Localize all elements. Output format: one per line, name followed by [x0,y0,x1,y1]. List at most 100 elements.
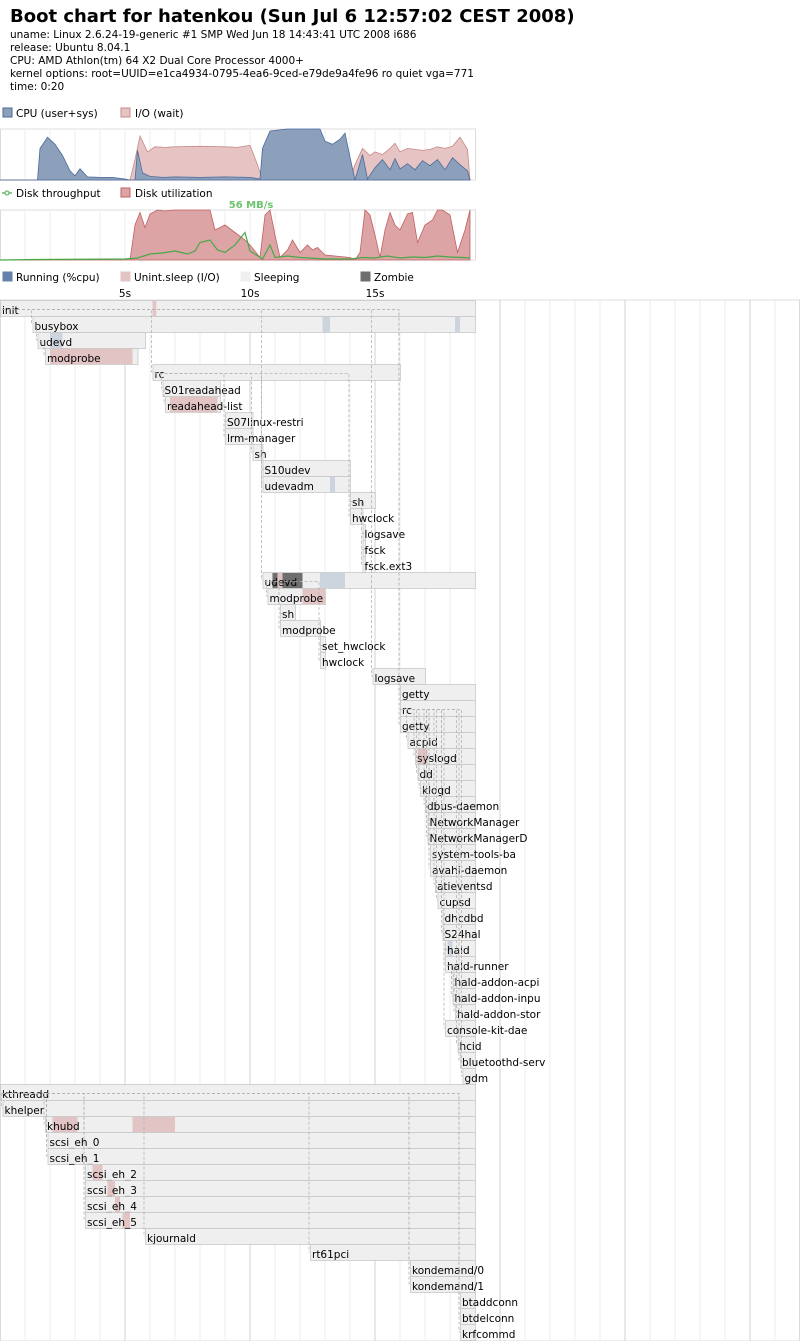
process-unint-segment [52,1117,78,1132]
process-label: getty [402,721,430,733]
process-label: S10udev [265,465,311,477]
legend-state-swatch [2,271,13,282]
io-wait-area [0,134,471,181]
process-label: logsave [365,529,406,541]
process-bar [320,652,326,669]
process-label: busybox [35,321,79,333]
process-label: sh [352,497,364,509]
process-label: kondemand/0 [412,1265,484,1277]
process-label: hald-addon-acpi [455,977,540,989]
header-time: time: 0:20 [10,81,64,93]
legend-state-swatch [240,271,251,282]
process-parent-link [223,421,227,437]
process-running-segment [50,333,63,348]
process-parent-link [154,373,253,453]
process-unint-segment [132,1117,175,1132]
process-running-segment [455,317,460,332]
process-label: scsi_eh_4 [87,1201,137,1213]
process-label: rc [155,369,165,381]
process-label: sh [282,609,294,621]
process-label: atieventsd [437,881,493,893]
process-unint-segment [107,1181,115,1196]
disk-utilization-area [0,209,471,261]
process-label: dbus-daemon [427,801,499,813]
process-parent-link [2,309,400,709]
process-unint-segment [152,301,157,316]
legend-cpu-swatch [2,107,13,118]
chart-title: Boot chart for hatenkou (Sun Jul 6 12:57… [10,6,575,27]
process-bar [0,300,476,317]
process-label: kondemand/1 [412,1281,484,1293]
process-bar [47,1132,476,1149]
process-parent-link [278,613,282,629]
process-label: syslogd [417,753,457,765]
process-parent-link [39,341,45,357]
cpu-usage-area [0,128,471,181]
process-label: hald [447,945,470,957]
process-bar [2,1100,476,1117]
process-parent-link [348,501,352,517]
process-label: scsi_eh_0 [50,1137,100,1149]
process-bar [85,1212,476,1229]
process-parent-link [2,309,263,581]
process-parent-link [2,1093,410,1269]
process-parent-link [352,501,363,533]
process-parent-link [361,533,365,549]
legend-state-label: Unint.sleep (I/O) [134,272,220,284]
process-chart: Running (%cpu) Unint.sleep (I/O) Sleeping Z… [0,271,800,1341]
process-label: fsck [365,545,387,557]
time-tick-label: 15s [366,288,385,300]
process-parent-link [163,389,165,405]
process-parent-link [2,1093,460,1333]
process-bar [225,428,254,445]
process-label: kjournald [147,1233,196,1245]
cpu-io-chart: CPU (user+sys)I/O (wait) [0,107,476,181]
process-running-segment [322,317,330,332]
process-label: readahead-list [167,401,243,413]
legend-io-swatch [120,107,131,118]
process-label: getty [402,689,430,701]
process-label: udevd [265,577,298,589]
process-running-segment [447,941,453,956]
disk-throughput-line [0,231,471,261]
disk-peak-label: 56 MB/s [229,200,274,211]
process-bar [47,1148,476,1165]
process-label: hcid [460,1041,482,1053]
header-uname: uname: Linux 2.6.24-19-generic #1 SMP We… [10,29,417,41]
process-label: krfcommd [462,1329,515,1341]
process-label: S07linux-restri [227,417,304,429]
process-parent-link [2,309,373,677]
process-label: hald-addon-stor [457,1009,541,1021]
legend-state-label: Running (%cpu) [16,272,100,284]
process-label: NetworkManager [430,817,521,829]
process-parent-link [402,709,443,933]
process-parent-link [443,949,447,965]
process-parent-link [402,709,430,869]
legend-state-label: Zombie [374,272,414,284]
process-bar [0,1084,476,1101]
process-parent-link [402,709,463,1077]
process-label: gdm [465,1073,489,1085]
process-zombie-segment [282,573,303,588]
process-unint-segment [277,573,283,588]
process-unint-segment [115,1197,120,1212]
legend-cpu-label: CPU (user+sys) [16,108,98,120]
process-parent-link [361,549,365,565]
legend-state-label: Sleeping [254,272,299,284]
process-label: system-tools-ba [432,849,516,861]
process-parent-link [2,309,33,325]
process-label: rc [402,705,412,717]
header: Boot chart for hatenkou (Sun Jul 6 12:57… [10,6,575,93]
process-parent-link [2,1093,310,1253]
process-label: hald-runner [447,961,509,973]
process-unint-segment [417,749,428,764]
process-label: rt61pci [312,1249,349,1261]
header-kernel-options: kernel options: root=UUID=e1ca4934-0795-… [10,68,474,80]
process-parent-link [264,581,320,645]
process-parent-link [402,709,420,789]
process-unint-segment [170,397,218,412]
process-label: scsi_eh_1 [50,1153,100,1165]
process-label: dd [420,769,433,781]
